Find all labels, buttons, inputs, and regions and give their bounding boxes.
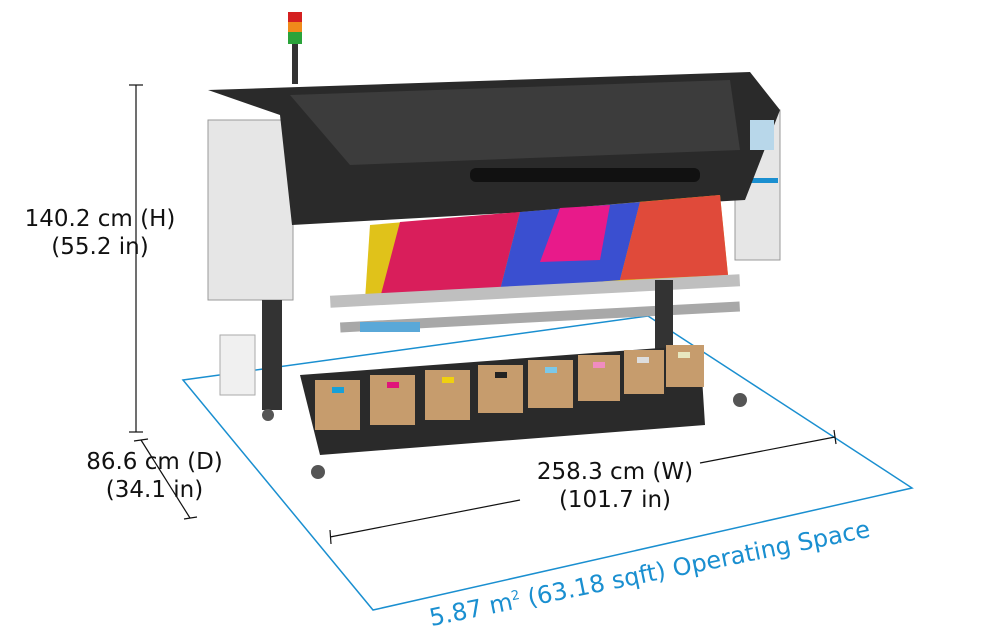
height-label: 140.2 cm (H) (55.2 in) xyxy=(20,205,180,261)
depth-line xyxy=(140,439,191,519)
depth-label: 86.6 cm (D) (34.1 in) xyxy=(72,448,237,504)
height-imperial: (55.2 in) xyxy=(51,234,149,260)
ink-cartridges xyxy=(315,345,704,430)
height-metric: 140.2 cm (H) xyxy=(24,206,176,232)
depth-metric: 86.6 cm (D) xyxy=(86,449,223,475)
width-line xyxy=(329,499,521,538)
width-metric: 258.3 cm (W) xyxy=(536,459,694,485)
width-imperial: (101.7 in) xyxy=(558,487,672,513)
dimension-lines xyxy=(129,84,837,545)
width-label: 258.3 cm (W) (101.7 in) xyxy=(520,458,710,514)
depth-imperial: (34.1 in) xyxy=(105,477,204,503)
printer-image xyxy=(207,12,781,479)
operating-space-outline xyxy=(181,315,914,611)
